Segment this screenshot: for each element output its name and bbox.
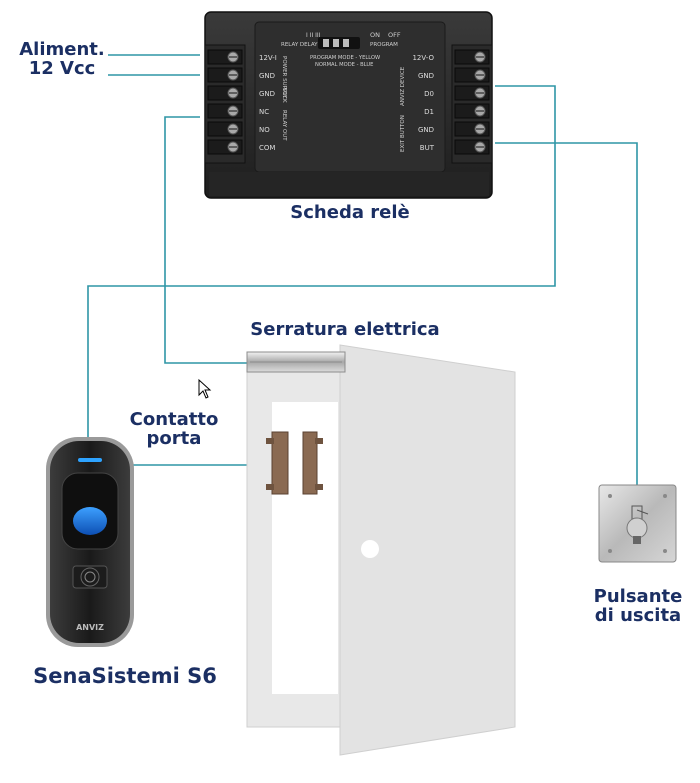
terminal-label: D0 (424, 90, 434, 98)
terminal-label: GND (259, 72, 275, 80)
exit-button (598, 484, 677, 563)
board-off-label: OFF (388, 31, 401, 39)
board-relay-delay-label: RELAY DELAY (281, 42, 318, 48)
door-contact-label-line2: porta (146, 428, 202, 450)
power-supply-label-line1: Aliment. (19, 39, 105, 60)
wire-reader (87, 85, 556, 443)
wire-exit-button (495, 142, 638, 485)
terminal-label: COM (259, 144, 275, 152)
group-relay-out-label: RELAY OUT (281, 110, 287, 141)
terminal-label: NC (259, 108, 269, 116)
mouse-cursor-icon (198, 378, 212, 399)
terminal-label: 12V-I (259, 54, 277, 62)
wires (87, 54, 638, 485)
wire-lock (164, 116, 247, 364)
board-normal-mode: NORMAL MODE - BLUE (315, 62, 373, 68)
reader-led (78, 458, 102, 462)
power-supply-label: Aliment. 12 Vcc (6, 40, 118, 79)
exit-button-label-line1: Pulsante (593, 586, 683, 607)
terminal-label: D1 (424, 108, 434, 116)
left-terminal-block (204, 44, 246, 164)
door (246, 344, 516, 756)
power-supply-label-line2: 12 Vcc (28, 58, 96, 80)
door-contact-sensor (266, 431, 323, 495)
board-on-label: ON (370, 31, 380, 39)
wire-power-supply (108, 54, 200, 76)
terminal-label: NO (259, 126, 270, 134)
right-terminal-block (451, 44, 493, 164)
group-lock-label: LOCK (281, 88, 287, 103)
door-contact-label: Contatto porta (122, 410, 226, 449)
left-terminal-labels: 12V-I GND GND NC NO COM (259, 54, 277, 152)
door-lock-hole (361, 540, 379, 558)
hand-icon (633, 536, 641, 544)
door-contact-label-line1: Contatto (129, 409, 219, 430)
terminal-label: GND (418, 72, 434, 80)
exit-button-label-line2: di uscita (594, 605, 682, 627)
terminal-label: GND (418, 126, 434, 134)
board-switch-numbers: I II III (306, 32, 321, 39)
group-exit-button-label: EXIT BUTTON (400, 115, 406, 152)
door-panel (339, 344, 516, 756)
board-program-mode: PROGRAM MODE - YELLOW (310, 55, 380, 61)
group-power-supply-label: POWER SUPPLY (281, 56, 287, 99)
fingerprint-icon (73, 507, 107, 535)
terminal-label: GND (259, 90, 275, 98)
reader-label: SenaSistemi S6 (33, 664, 217, 688)
board-program-label: PROGRAM (370, 42, 398, 48)
terminal-label: 12V-O (412, 54, 434, 62)
relay-board: I II III ON OFF RELAY DELAY PROGRAM PROG… (204, 11, 493, 199)
relay-board-label: Scheda relè (290, 202, 410, 223)
group-anviz-device-label: ANVIZ DEVICE (400, 66, 406, 106)
exit-button-label: Pulsante di uscita (578, 587, 698, 626)
electric-lock-label: Serratura elettrica (250, 319, 440, 340)
reader-brand: ANVIZ (76, 623, 104, 632)
fingerprint-reader: ANVIZ (46, 437, 134, 647)
terminal-label: BUT (420, 144, 435, 152)
